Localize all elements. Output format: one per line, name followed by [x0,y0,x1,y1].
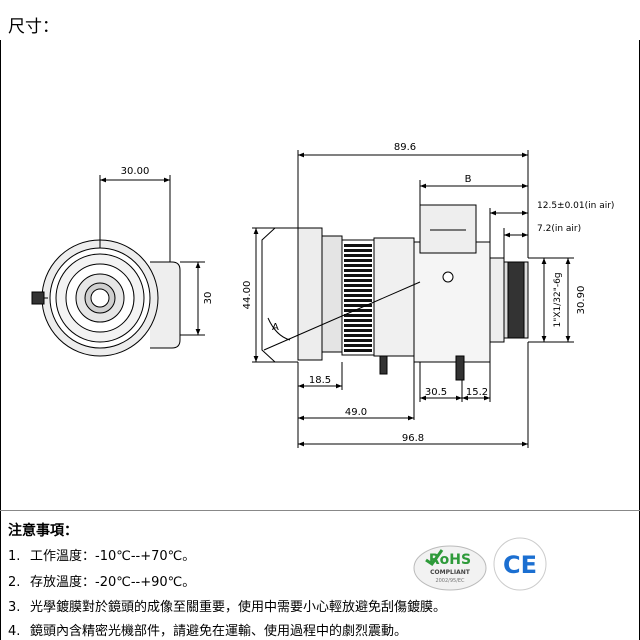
knurl-ridge [344,269,372,272]
note-item: 3.光學鍍膜對於鏡頭的成像至關重要，使用中需要小心輕放避免刮傷鍍膜。 [8,600,447,615]
dim-mount-dia: 30.90 [576,286,587,315]
notes-title: 注意事項： [8,523,78,539]
svg-text:2002/95/EC: 2002/95/EC [435,578,465,584]
svg-text:CE: CE [503,551,537,579]
section-divider [0,510,640,511]
dim-thread: 1"X1/32"-6g [553,272,563,327]
frame-border-left [0,40,1,640]
knurl-ridge [344,334,372,337]
knurl-ridge [344,319,372,322]
knurl-ridge [344,309,372,312]
dim-angle-a: A [272,322,279,333]
knurl-ridge [344,349,372,352]
knurl-ridge [344,294,372,297]
dim-49: 49.0 [345,407,367,418]
knurl-ridge [344,324,372,327]
dim-front-height: 30 [203,292,214,305]
knurl-ridge [344,254,372,257]
dim-b: B [465,174,472,185]
knurl-ridge [344,299,372,302]
knurl-ridge [344,344,372,347]
dim-diameter: 44.00 [242,281,253,310]
knurl-ridge [344,259,372,262]
knurl-ridge [344,329,372,332]
svg-text:RoHS: RoHS [429,552,471,568]
note-item: 2.存放溫度：-20℃--+90℃。 [8,575,196,590]
dim-96-8: 96.8 [402,433,424,444]
svg-text:COMPLIANT: COMPLIANT [430,569,471,576]
knurl-ridge [344,339,372,342]
knurl-ridge [344,289,372,292]
knurl-ridge [344,249,372,252]
knurl-ridge [344,244,372,247]
note-item: 4.鏡頭內含精密光機部件，請避免在運輸、使用過程中的劇烈震動。 [8,624,408,639]
lens-dimension-drawing: 30.00 30 89.6 B 12.5±0.01(in air) 7.2(in… [31,142,614,448]
page-title: 尺寸： [8,17,59,37]
dim-back-focal: 7.2(in air) [537,224,581,234]
dim-30-5: 30.5 [425,387,447,398]
rohs-logo: RoHS COMPLIANT 2002/95/EC [413,545,487,591]
knurl-ridge [344,274,372,277]
note-item: 1.工作溫度：-10℃--+70℃。 [8,549,196,564]
knurl-ridge [344,264,372,267]
knurl-ridge [344,304,372,307]
side-view [252,150,574,448]
dim-overall-89: 89.6 [394,142,416,153]
knurl-ridge [344,284,372,287]
ce-logo: CE [493,537,547,591]
front-view [31,175,205,357]
dim-18-5: 18.5 [309,375,331,386]
dim-15-2: 15.2 [466,387,488,398]
knurl-ridge [344,279,372,282]
dim-flange-back: 12.5±0.01(in air) [537,201,614,211]
knurl-ridge [344,314,372,317]
dim-front-width: 30.00 [121,166,150,177]
